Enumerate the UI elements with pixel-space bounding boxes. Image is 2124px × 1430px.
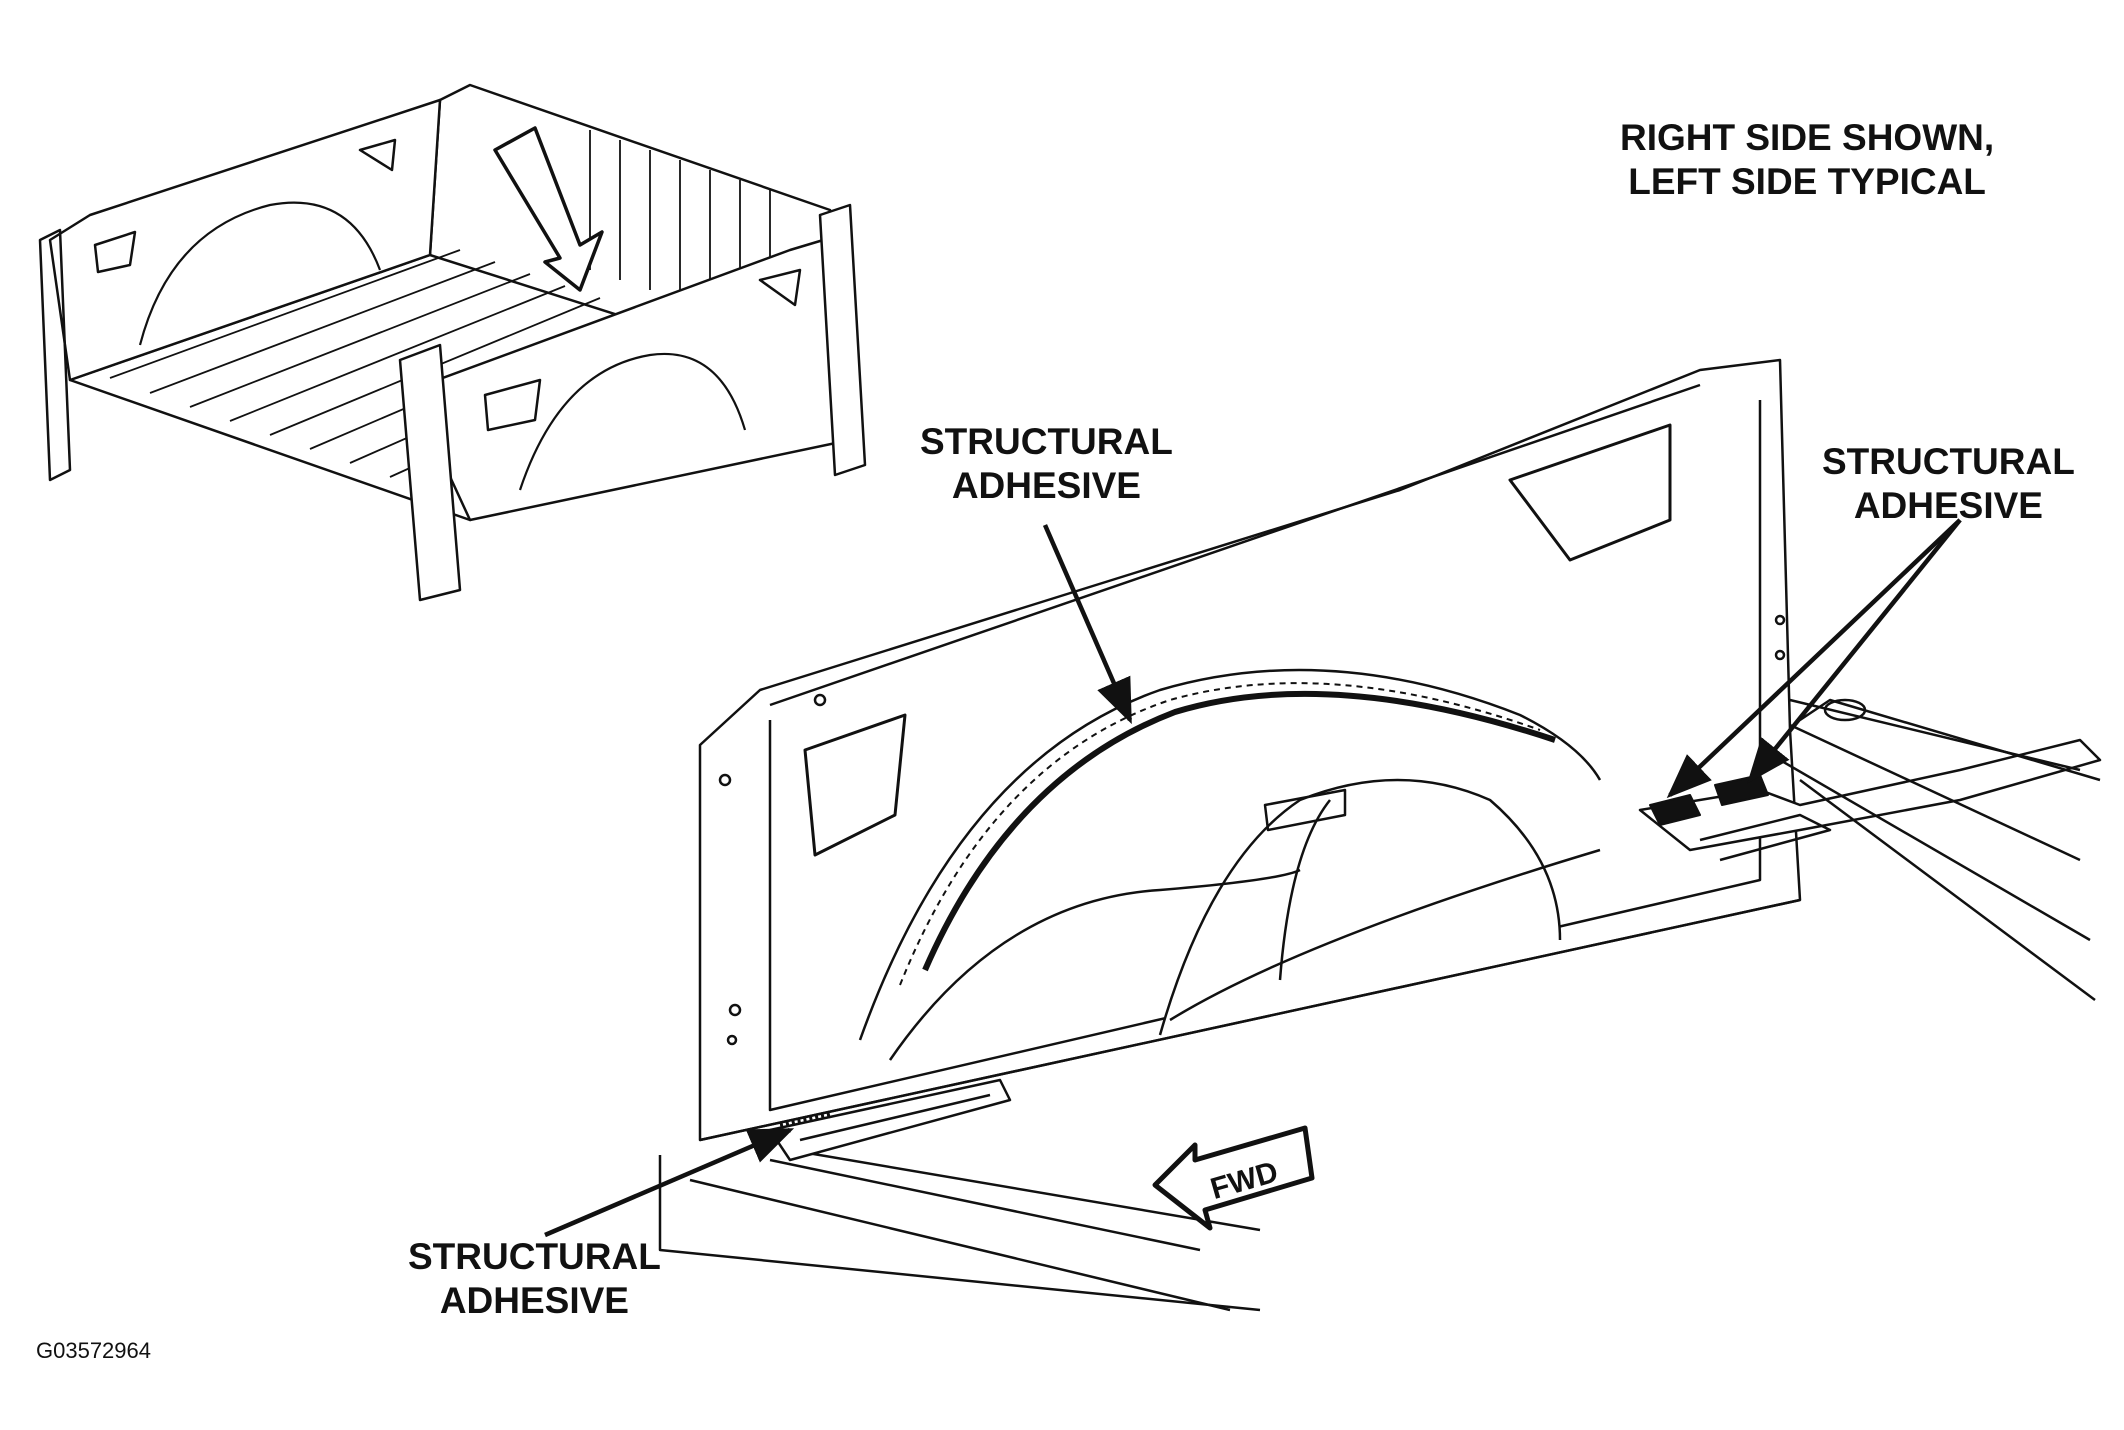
figure-id: G03572964 bbox=[36, 1338, 151, 1363]
orientation-note-line2: LEFT SIDE TYPICAL bbox=[1628, 161, 1986, 202]
callout-front-line2: ADHESIVE bbox=[439, 1280, 629, 1321]
leader-arrow-wheelhouse bbox=[1042, 524, 1133, 725]
leader-arrows bbox=[544, 518, 1962, 1238]
callout-rear-adhesive: STRUCTURAL ADHESIVE bbox=[1822, 440, 2075, 528]
truck-bed-inset bbox=[38, 83, 867, 602]
callout-front-adhesive: STRUCTURAL ADHESIVE bbox=[408, 1235, 661, 1323]
leader-arrow-rear-1 bbox=[1666, 518, 1962, 799]
callout-wheelhouse-line2: ADHESIVE bbox=[951, 465, 1141, 506]
leader-arrow-rear-2 bbox=[1747, 518, 1962, 784]
callout-rear-line1: STRUCTURAL bbox=[1822, 441, 2075, 482]
callout-wheelhouse-line1: STRUCTURAL bbox=[920, 421, 1173, 462]
side-panel-detail bbox=[658, 358, 2102, 1312]
orientation-note-line1: RIGHT SIDE SHOWN, bbox=[1620, 117, 1995, 158]
callout-wheelhouse-adhesive: STRUCTURAL ADHESIVE bbox=[920, 420, 1173, 508]
orientation-note: RIGHT SIDE SHOWN, LEFT SIDE TYPICAL bbox=[1620, 116, 1994, 204]
callout-rear-line2: ADHESIVE bbox=[1853, 485, 2043, 526]
fwd-arrow-icon: FWD bbox=[1152, 1125, 1315, 1231]
leader-arrow-front bbox=[544, 1127, 795, 1238]
callout-front-line1: STRUCTURAL bbox=[408, 1236, 661, 1277]
